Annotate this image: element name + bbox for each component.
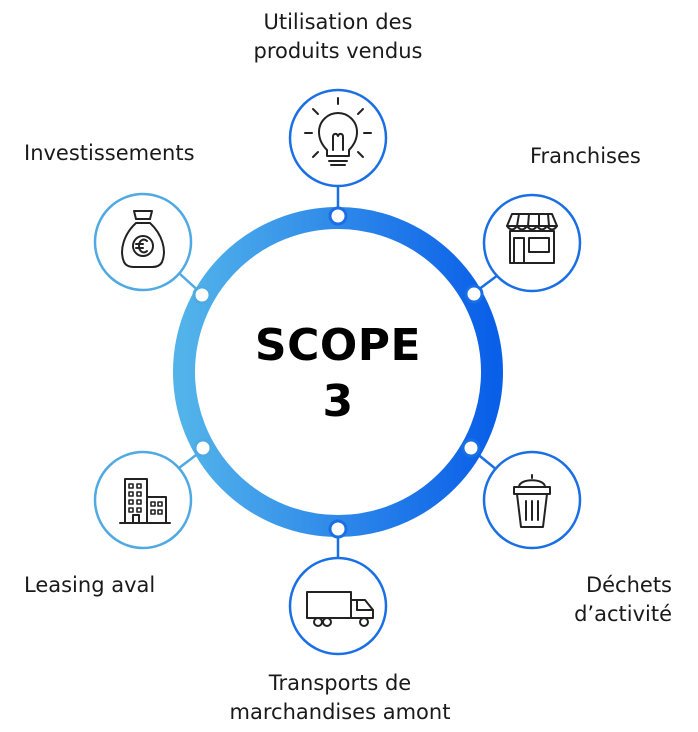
buildings-icon	[119, 478, 171, 524]
node-bottom	[288, 556, 388, 656]
label-lower-right: Déchets d’activité	[548, 571, 672, 629]
storefront-icon	[506, 213, 558, 264]
label-bottom-line1: Transports de	[268, 671, 412, 695]
joint-lower-right	[461, 438, 481, 458]
label-lower-right-line2: d’activité	[574, 602, 672, 626]
lightbulb-icon	[304, 97, 372, 166]
label-bottom: Transports de marchandises amont	[195, 669, 485, 727]
label-top-line1: Utilisation des	[263, 10, 413, 34]
label-upper-right-line1: Franchises	[530, 144, 641, 168]
node-upper-left	[93, 192, 193, 292]
label-top: Utilisation des produits vendus	[233, 8, 443, 66]
label-lower-left-line1: Leasing aval	[24, 573, 156, 597]
joint-upper-left	[192, 285, 212, 305]
trash-bin-icon	[513, 474, 551, 528]
ring-joints	[192, 206, 484, 539]
joint-top	[328, 206, 348, 226]
money-bag-euro-icon	[121, 210, 165, 268]
center-title: SCOPE 3	[238, 318, 438, 430]
node-lower-left	[93, 450, 193, 550]
joint-bottom	[328, 519, 348, 539]
label-top-line2: produits vendus	[253, 39, 423, 63]
label-upper-left-line1: Investissements	[24, 141, 195, 165]
label-upper-right: Franchises	[530, 142, 641, 171]
joint-lower-left	[193, 438, 213, 458]
center-title-line1: SCOPE	[254, 320, 422, 371]
label-bottom-line2: marchandises amont	[229, 700, 451, 724]
label-upper-left: Investissements	[24, 139, 195, 168]
joint-upper-right	[464, 284, 484, 304]
label-lower-right-line1: Déchets	[585, 573, 672, 597]
center-title-line2: 3	[322, 376, 354, 427]
label-lower-left: Leasing aval	[24, 571, 155, 600]
truck-icon	[306, 591, 374, 627]
node-top	[288, 88, 388, 188]
node-upper-right	[482, 193, 582, 293]
